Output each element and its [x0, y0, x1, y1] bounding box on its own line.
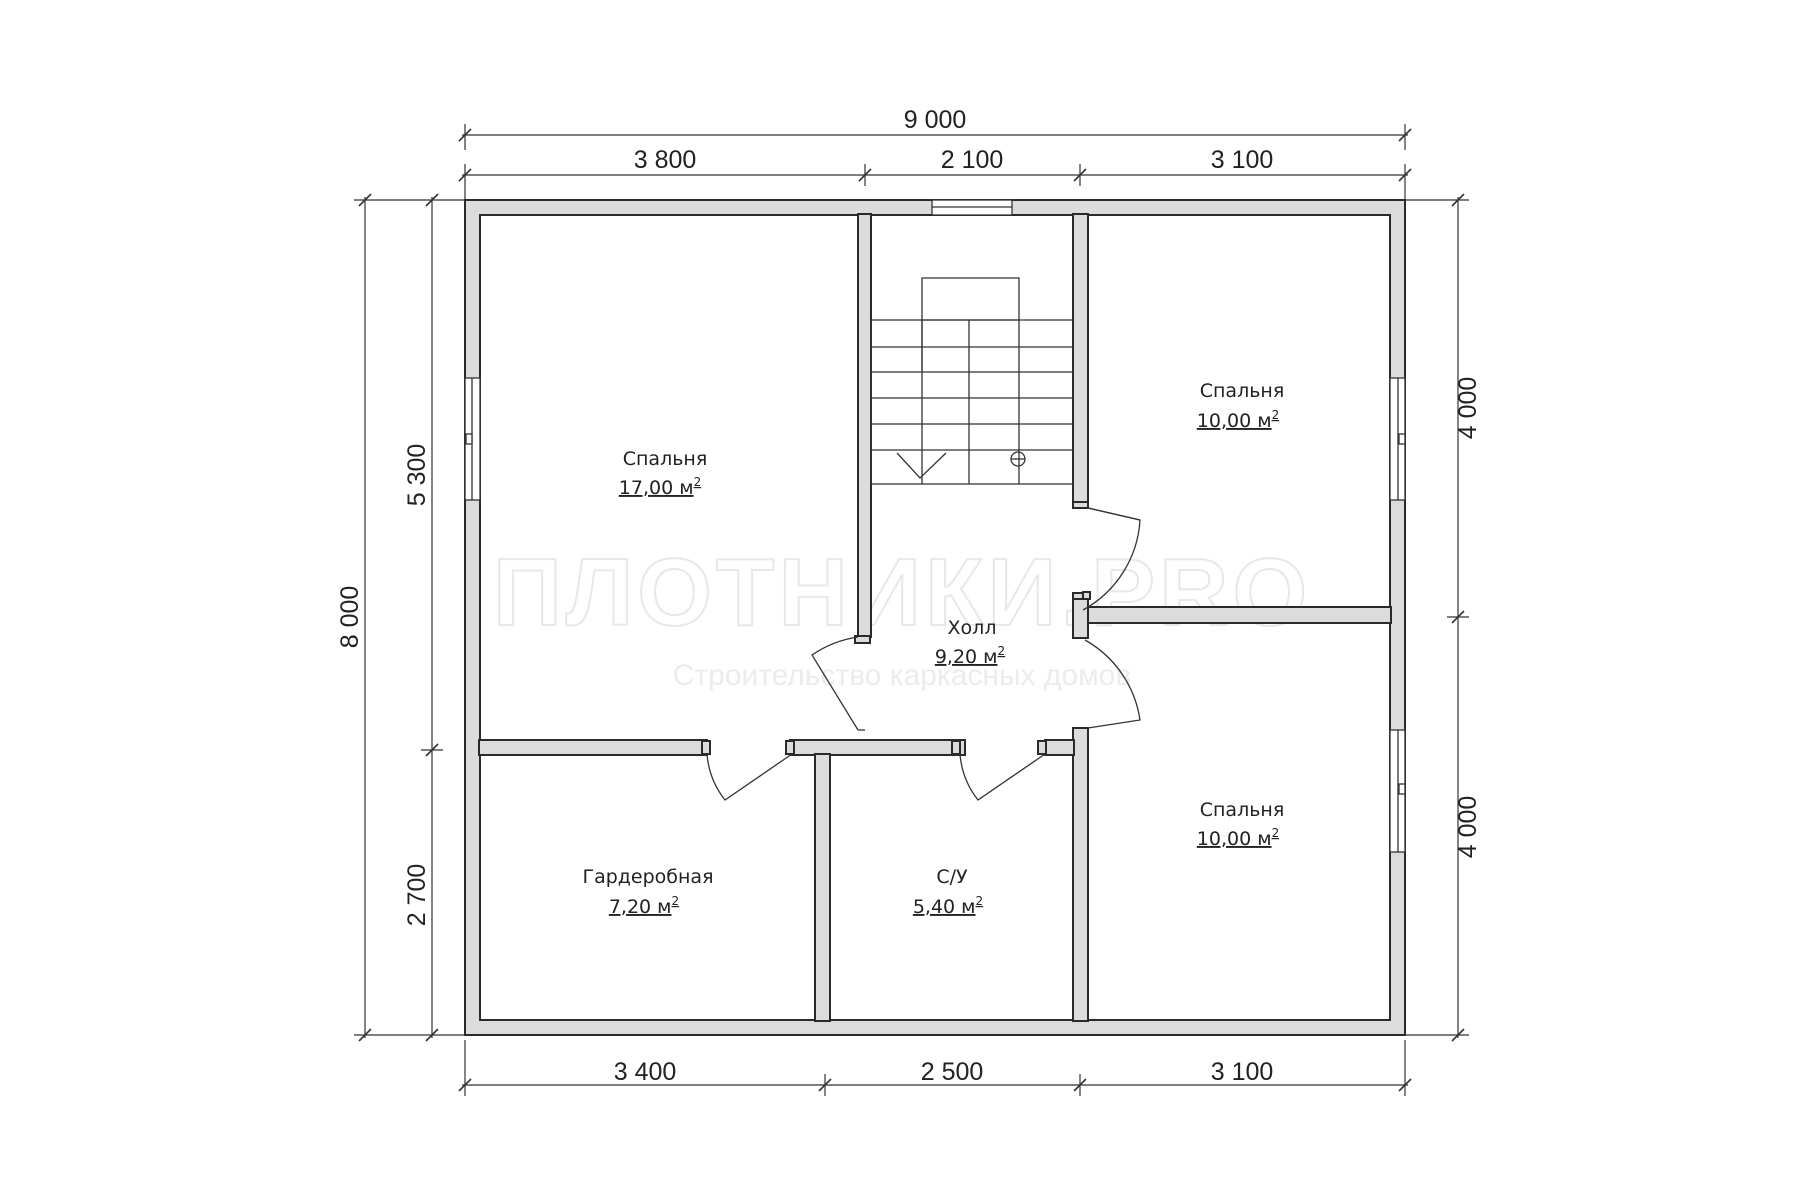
room-name-bedroom-bottom-right: Спальня — [1200, 799, 1285, 821]
dim-bottom-seg-2: 2 500 — [921, 1058, 984, 1086]
room-name-hall: Холл — [948, 617, 997, 639]
watermark: ПЛОТНИКИ.PRO Строительство каркасных дом… — [492, 538, 1311, 692]
room-labels: Спальня 17,00 м2 Спальня 10,00 м2 Холл 9… — [582, 380, 1284, 918]
room-name-wardrobe: Гардеробная — [582, 866, 713, 888]
room-area-wardrobe: 7,20 м2 — [609, 894, 679, 918]
dim-left-total: 8 000 — [336, 586, 364, 649]
watermark-tagline: Строительство каркасных домов — [673, 659, 1132, 692]
dim-top-seg-3: 3 100 — [1211, 146, 1274, 174]
door-swings — [706, 507, 1141, 801]
room-name-bedroom-large: Спальня — [623, 448, 708, 470]
dimension-lines — [354, 124, 1469, 1096]
room-name-bedroom-top-right: Спальня — [1200, 380, 1285, 402]
watermark-brand: ПЛОТНИКИ.PRO — [493, 539, 1311, 646]
room-area-hall: 9,20 м2 — [935, 644, 1005, 668]
staircase — [870, 277, 1073, 485]
dimension-labels: 9 000 3 800 2 100 3 100 3 400 2 500 3 10… — [336, 106, 1482, 1086]
room-area-bedroom-large: 17,00 м2 — [619, 475, 701, 499]
dim-left-seg-1: 5 300 — [403, 444, 431, 507]
interior-walls — [478, 213, 1392, 1022]
room-area-bedroom-top-right: 10,00 м2 — [1197, 408, 1279, 432]
dim-bottom-seg-1: 3 400 — [614, 1058, 677, 1086]
dim-right-seg-1: 4 000 — [1454, 377, 1482, 440]
dim-top-seg-2: 2 100 — [941, 146, 1004, 174]
dim-right-seg-2: 4 000 — [1454, 796, 1482, 859]
room-name-bathroom: С/У — [936, 866, 968, 888]
dim-top-seg-1: 3 800 — [634, 146, 697, 174]
room-area-bathroom: 5,40 м2 — [913, 894, 983, 918]
dim-top-total: 9 000 — [904, 106, 967, 134]
dim-bottom-seg-3: 3 100 — [1211, 1058, 1274, 1086]
windows — [464, 199, 1406, 853]
dim-left-seg-2: 2 700 — [403, 864, 431, 927]
room-area-bedroom-bottom-right: 10,00 м2 — [1197, 826, 1279, 850]
